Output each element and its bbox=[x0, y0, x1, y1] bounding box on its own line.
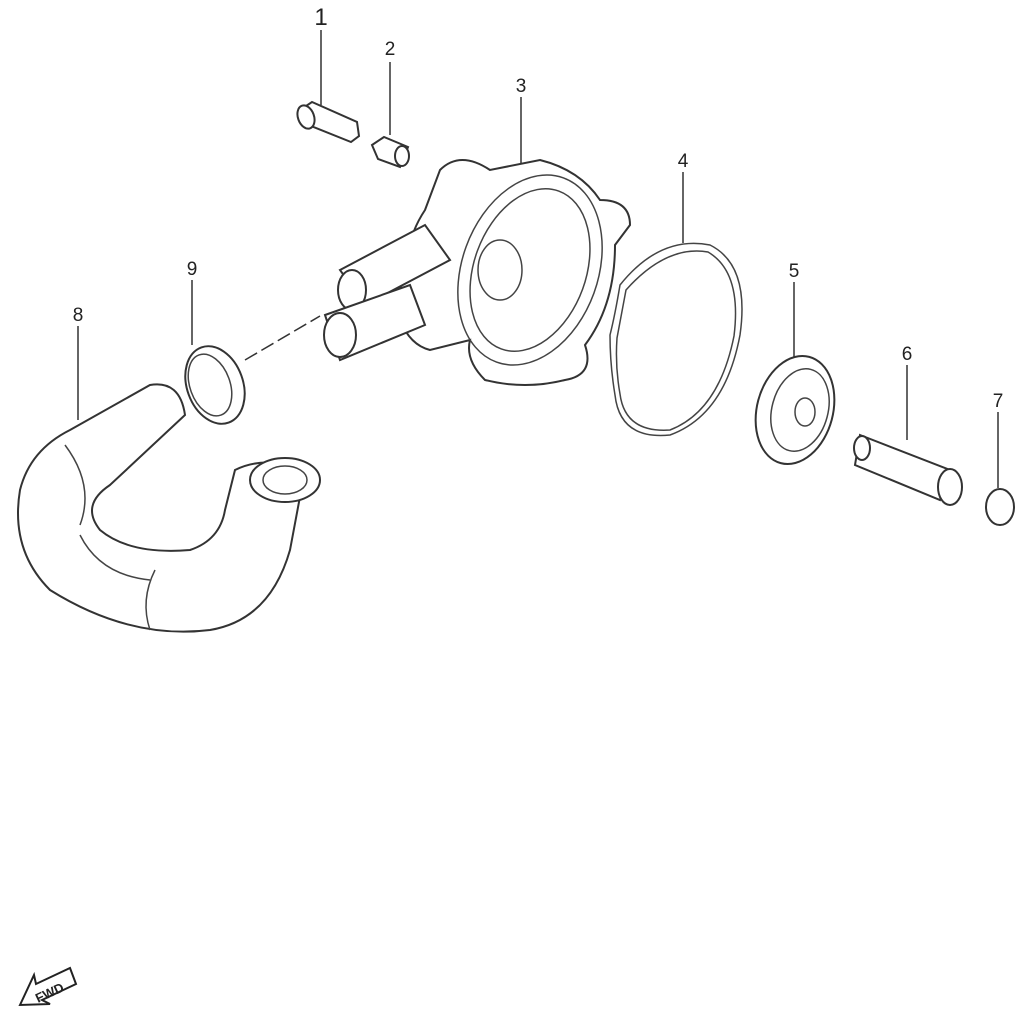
part-label-6: 6 bbox=[902, 344, 913, 365]
part-label-9: 9 bbox=[187, 259, 198, 280]
gasket-drawing bbox=[609, 242, 743, 437]
circlip-drawing bbox=[985, 488, 1015, 526]
part-label-7: 7 bbox=[993, 391, 1004, 412]
shaft-drawing bbox=[853, 433, 963, 506]
impeller-drawing bbox=[754, 354, 836, 466]
leader-lines bbox=[77, 30, 999, 488]
part-label-2: 2 bbox=[385, 39, 396, 60]
housing-drawing bbox=[323, 158, 632, 386]
part-label-4: 4 bbox=[678, 151, 689, 172]
bolt-drawing bbox=[296, 100, 361, 144]
part-label-8: 8 bbox=[73, 305, 84, 326]
part-label-5: 5 bbox=[789, 261, 800, 282]
part-label-1: 1 bbox=[314, 4, 327, 31]
forward-arrow-icon: FWD bbox=[18, 966, 78, 1007]
dowel-drawing bbox=[370, 135, 410, 169]
hose-drawing bbox=[17, 383, 321, 633]
clamp-drawing bbox=[184, 345, 246, 425]
part-label-3: 3 bbox=[516, 76, 527, 97]
